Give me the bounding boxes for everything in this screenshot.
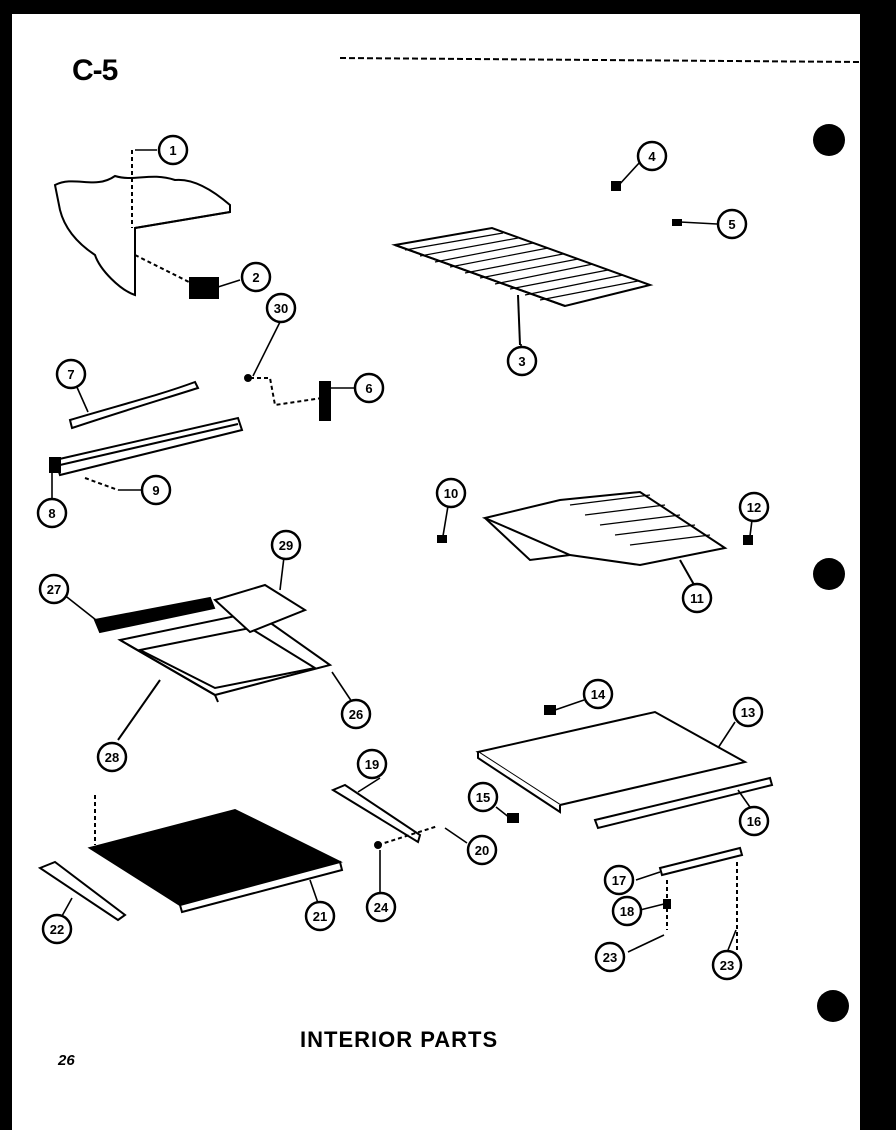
callout-12: 12 — [747, 500, 761, 515]
callout-30: 30 — [274, 301, 288, 316]
callout-1: 1 — [169, 143, 176, 158]
callout-28: 28 — [105, 750, 119, 765]
callout-19: 19 — [365, 757, 379, 772]
callout-10: 10 — [444, 486, 458, 501]
glass-shelf-13 — [475, 705, 774, 830]
callout-labels: 1 2 3 4 5 6 7 8 9 10 11 12 13 14 15 16 1… — [47, 143, 761, 973]
crisper-frame-part — [93, 583, 333, 741]
callout-13: 13 — [741, 705, 755, 720]
page-code: C-5 — [72, 54, 118, 87]
callout-8: 8 — [48, 506, 55, 521]
callout-23-right: 23 — [720, 958, 734, 973]
callout-6: 6 — [365, 381, 372, 396]
callout-17: 17 — [612, 873, 626, 888]
small-bar-17 — [658, 846, 744, 950]
callout-16: 16 — [747, 814, 761, 829]
callout-3: 3 — [518, 354, 525, 369]
wire-shelf-3 — [391, 181, 682, 346]
callout-22: 22 — [50, 922, 64, 937]
callout-29: 29 — [279, 538, 293, 553]
callout-20: 20 — [475, 843, 489, 858]
binder-holes — [813, 124, 849, 1022]
callout-18: 18 — [620, 904, 634, 919]
callout-9: 9 — [152, 483, 159, 498]
cabinet-corner-part — [53, 150, 231, 299]
callout-27: 27 — [47, 582, 61, 597]
callout-circles — [36, 134, 770, 981]
callout-26: 26 — [349, 707, 363, 722]
small-rail-19 — [330, 783, 439, 849]
crisper-shelf-21 — [37, 795, 344, 922]
page-title: INTERIOR PARTS — [300, 1027, 499, 1052]
callout-5: 5 — [728, 217, 735, 232]
callout-14: 14 — [591, 687, 606, 702]
callout-24: 24 — [374, 900, 389, 915]
page-number: 26 — [58, 1052, 75, 1069]
wire-shelf-11 — [437, 490, 753, 591]
callout-2: 2 — [252, 270, 259, 285]
shelf-rail-part — [49, 374, 331, 491]
callout-21: 21 — [313, 909, 327, 924]
callout-15: 15 — [476, 790, 490, 805]
callout-23-left: 23 — [603, 950, 617, 965]
callout-leaders — [51, 149, 753, 953]
callout-11: 11 — [690, 591, 704, 606]
callout-7: 7 — [67, 367, 74, 382]
callout-4: 4 — [648, 149, 656, 164]
